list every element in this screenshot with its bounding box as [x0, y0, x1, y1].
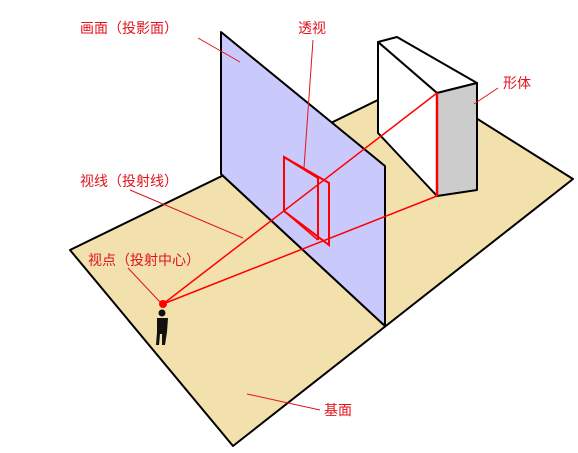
picture-plane	[220, 31, 386, 327]
label-picture-plane: 画面（投影面）	[80, 21, 178, 37]
label-viewpoint: 视点（投射中心）	[88, 253, 200, 269]
viewpoint-marker	[159, 300, 167, 308]
person-icon	[156, 309, 168, 345]
label-ground-plane: 基面	[324, 402, 352, 419]
object-block	[377, 36, 478, 197]
object-side-face	[436, 82, 478, 197]
label-object: 形体	[503, 76, 531, 92]
label-perspective: 透视	[298, 21, 326, 37]
sight-lines	[162, 92, 438, 305]
leader-lines	[127, 37, 499, 411]
label-sight-line: 视线（投射线）	[80, 174, 178, 190]
perspective-image	[283, 155, 330, 248]
